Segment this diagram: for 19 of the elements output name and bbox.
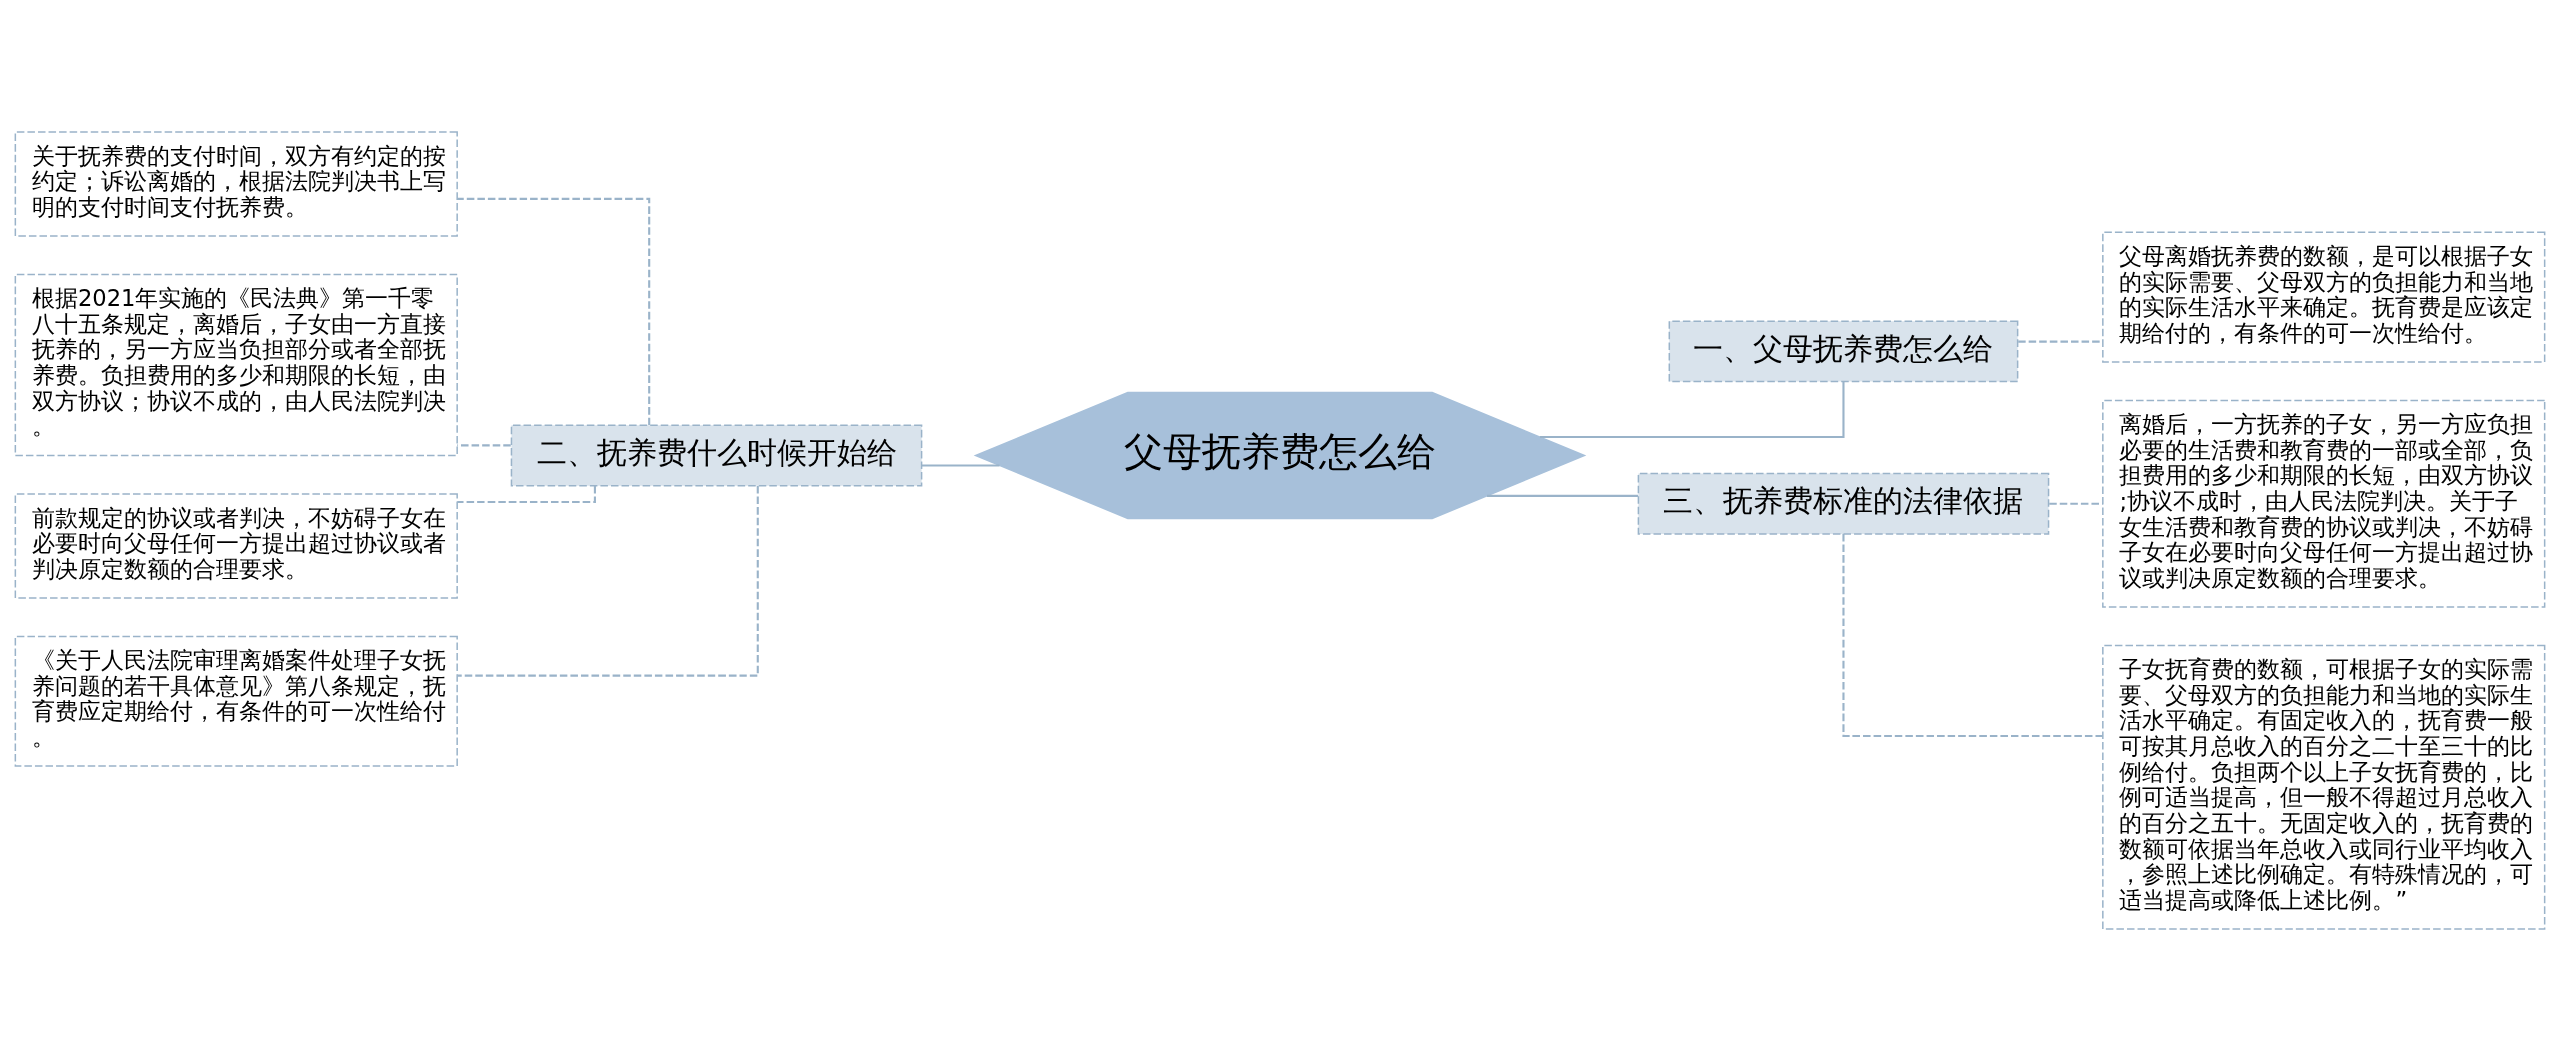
node-box: 一、父母抚养费怎么给 — [1668, 320, 2019, 382]
connector — [1539, 381, 1845, 438]
node-box: 三、抚养费标准的法律依据 — [1637, 472, 2050, 535]
connector — [457, 197, 651, 425]
connector — [457, 443, 511, 446]
node-box: 《关于人民法院审理离婚案件处理子女抚养问题的若干具体意见》第八条规定，抚育费应定期给付，有条件的可一次性给付。 — [14, 635, 458, 767]
node-box: 子女抚育费的数额，可根据子女的实际需要、父母双方的负担能力和当地的实际生活水平确定。有固定收入的，抚育费一般可按其月总收入的百分之二十至三十的比例给付。负担两个以上子女抚育费的，比例可适当提高，但一般不得超过月总收入的百分之五十。无固定收入的，抚育费的数额可依据当年总收入或同行业平均收入，参照上述比例确定。有特殊情况的，可适当提高或降低上述比例。” — [2102, 644, 2546, 930]
connector — [2018, 340, 2103, 343]
node-box: 根据2021年实施的《民法典》第一千零八十五条规定，离婚后，子女由一方直接抚养的，另一方应当负担部分或者全部抚养费。负担费用的多少和期限的长短，由双方协议；协议不成的，由人民法院判决。 — [14, 273, 458, 456]
node-box: 离婚后，一方抚养的子女，另一方应负担必要的生活费和教育费的一部或全部，负担费用的多少和期限的长短，由双方协议;协议不成时，由人民法院判决。关于子女生活费和教育费的协议或判决，不妨碍子女在必要时向父母任何一方提出超过协议或判决原定数额的合理要求。 — [2102, 399, 2546, 608]
connector — [457, 485, 759, 677]
node-box: 父母离婚抚养费的数额，是可以根据子女的实际需要、父母双方的负担能力和当地的实际生活水平来确定。抚育费是应该定期给付的，有条件的可一次性给付。 — [2102, 231, 2546, 363]
node-box: 二、抚养费什么时候开始给 — [510, 424, 923, 486]
node-box: 关于抚养费的支付时间，双方有约定的按约定；诉讼离婚的，根据法院判决书上写明的支付时间支付抚养费。 — [14, 130, 458, 237]
connector — [921, 464, 1000, 467]
node-box: 前款规定的协议或者判决，不妨碍子女在必要时向父母任何一方提出超过协议或者判决原定数额的合理要求。 — [14, 492, 458, 599]
connector — [1487, 494, 1639, 497]
connector — [2049, 502, 2103, 505]
connector — [1842, 533, 2103, 737]
